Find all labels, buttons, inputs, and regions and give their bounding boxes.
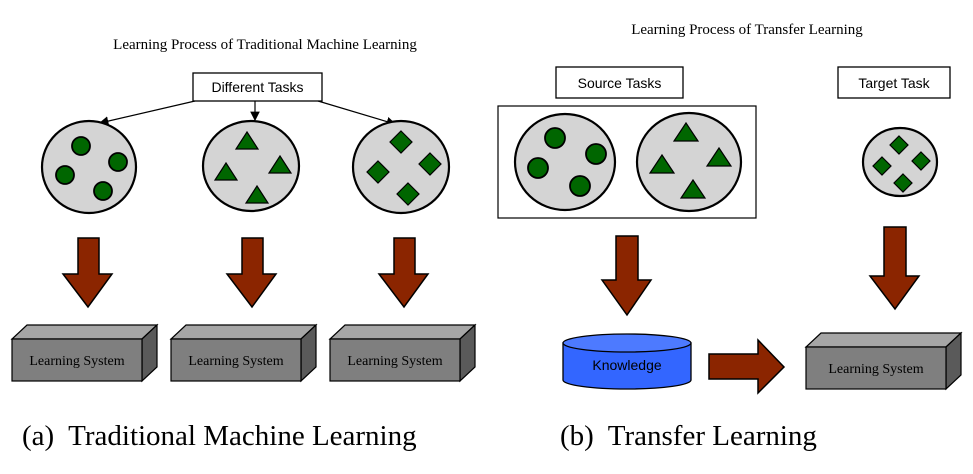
target-task-label-box: Target Task [837, 66, 951, 99]
different-tasks-label: Different Tasks [211, 79, 303, 95]
learning-system-box-1: Learning System [10, 323, 159, 383]
target-task-label: Target Task [858, 75, 930, 91]
panel-a-caption: (a) Traditional Machine Learning [22, 420, 417, 452]
different-tasks-box: Different Tasks [192, 72, 323, 102]
down-arrows-panel-b [600, 226, 921, 317]
task-ellipse-circles [40, 119, 138, 215]
learning-system-box-target: Learning System [804, 331, 963, 391]
knowledge-label: Knowledge [592, 357, 661, 373]
learning-system-box-3: Learning System [328, 323, 477, 383]
learning-system-box-2: Learning System [169, 323, 318, 383]
source-tasks-label: Source Tasks [578, 75, 662, 91]
down-arrow-2 [225, 237, 278, 309]
down-arrow-1 [61, 237, 114, 309]
connector-arrow-left [98, 100, 196, 126]
down-arrow-source [600, 235, 653, 317]
learning-system-label-2: Learning System [188, 354, 283, 369]
learning-system-label-1: Learning System [29, 354, 124, 369]
task-ellipse-diamonds [351, 119, 451, 215]
panel-b-header: Learning Process of Transfer Learning [631, 22, 863, 38]
source-ellipse-triangles [635, 111, 743, 213]
task-ellipse-triangles [201, 119, 301, 213]
connector-arrow-right [317, 100, 397, 127]
down-arrow-3 [377, 237, 430, 309]
panel-a-header: Learning Process of Traditional Machine … [113, 37, 417, 53]
source-tasks-label-box: Source Tasks [555, 66, 684, 99]
learning-system-label-target: Learning System [828, 362, 923, 377]
task-connector-arrows [98, 100, 397, 127]
right-arrow-transfer [708, 338, 786, 395]
panel-b-caption: (b) Transfer Learning [560, 420, 817, 452]
knowledge-cylinder: Knowledge [562, 333, 692, 390]
source-ellipse-circles [513, 112, 617, 212]
target-ellipse-diamonds [861, 126, 939, 198]
down-arrow-target [868, 226, 921, 311]
learning-system-label-3: Learning System [347, 354, 442, 369]
down-arrows-panel-a [61, 237, 430, 309]
